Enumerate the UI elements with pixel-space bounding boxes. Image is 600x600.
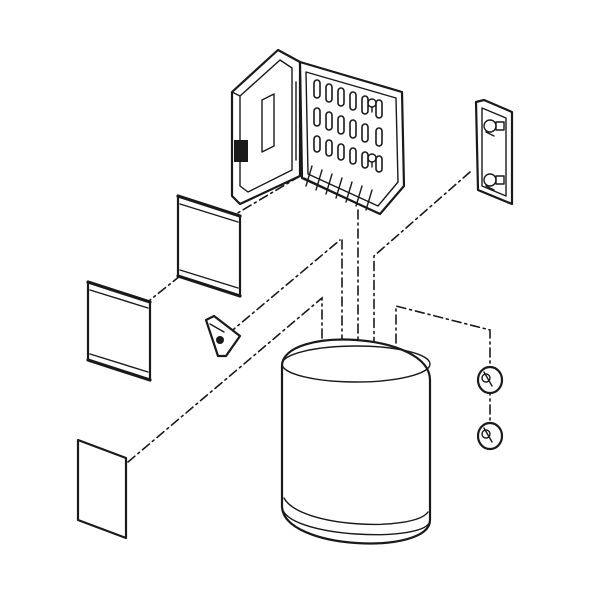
front-panel-card-upper — [176, 194, 242, 298]
mounting-screw-upper — [476, 365, 504, 395]
leader-label-to-body — [127, 296, 323, 463]
lock-key — [204, 314, 242, 358]
lid-latch — [234, 140, 248, 162]
leader-lid-to-card-upper — [235, 175, 301, 215]
bracket-keyhole-lower — [483, 173, 505, 191]
oval-container-body — [280, 338, 432, 545]
hinged-dispenser-lid — [230, 48, 406, 216]
leader-key-to-body — [227, 239, 341, 335]
label-card — [76, 438, 128, 540]
mounting-screw-lower — [476, 421, 504, 451]
leader-screws-to-body — [395, 304, 491, 437]
tray-dispensing-fingers — [303, 165, 381, 215]
tray-keyhole-marks — [367, 98, 377, 168]
leader-bracket-to-body — [373, 171, 471, 361]
tray-slot-grid — [313, 79, 383, 173]
wall-mount-bracket — [474, 98, 514, 206]
bracket-keyhole-upper — [483, 119, 505, 137]
front-panel-card-lower — [86, 280, 152, 382]
